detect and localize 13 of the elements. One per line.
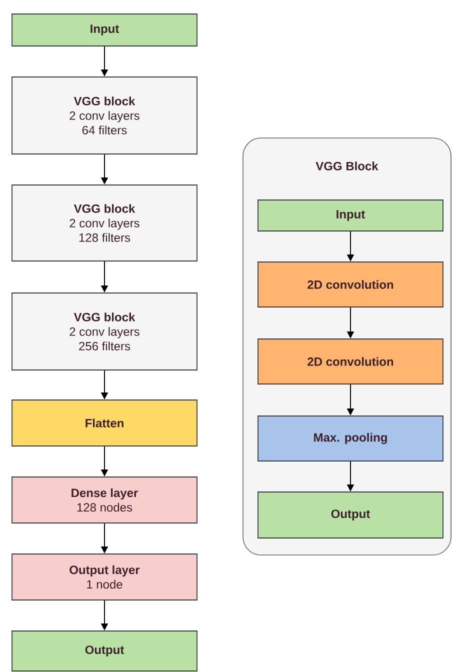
process-box: VGG block 2 conv layers 128 filters xyxy=(12,184,198,262)
process-box: 2D convolution xyxy=(258,262,444,308)
process-box: Max. pooling xyxy=(258,416,444,462)
process-box: VGG block 2 conv layers 64 filters xyxy=(12,76,198,154)
process-box: Output xyxy=(258,492,444,538)
process-box: 2D convolution xyxy=(258,338,444,384)
process-box: Output layer 1 node xyxy=(12,554,198,600)
process-box: Input xyxy=(12,14,198,46)
process-box: Flatten xyxy=(12,400,198,446)
process-box: Output xyxy=(12,630,198,672)
process-box: VGG block 2 conv layers 256 filters xyxy=(12,292,198,370)
process-box: Dense layer 128 nodes xyxy=(12,476,198,524)
process-box: Input xyxy=(258,200,444,232)
